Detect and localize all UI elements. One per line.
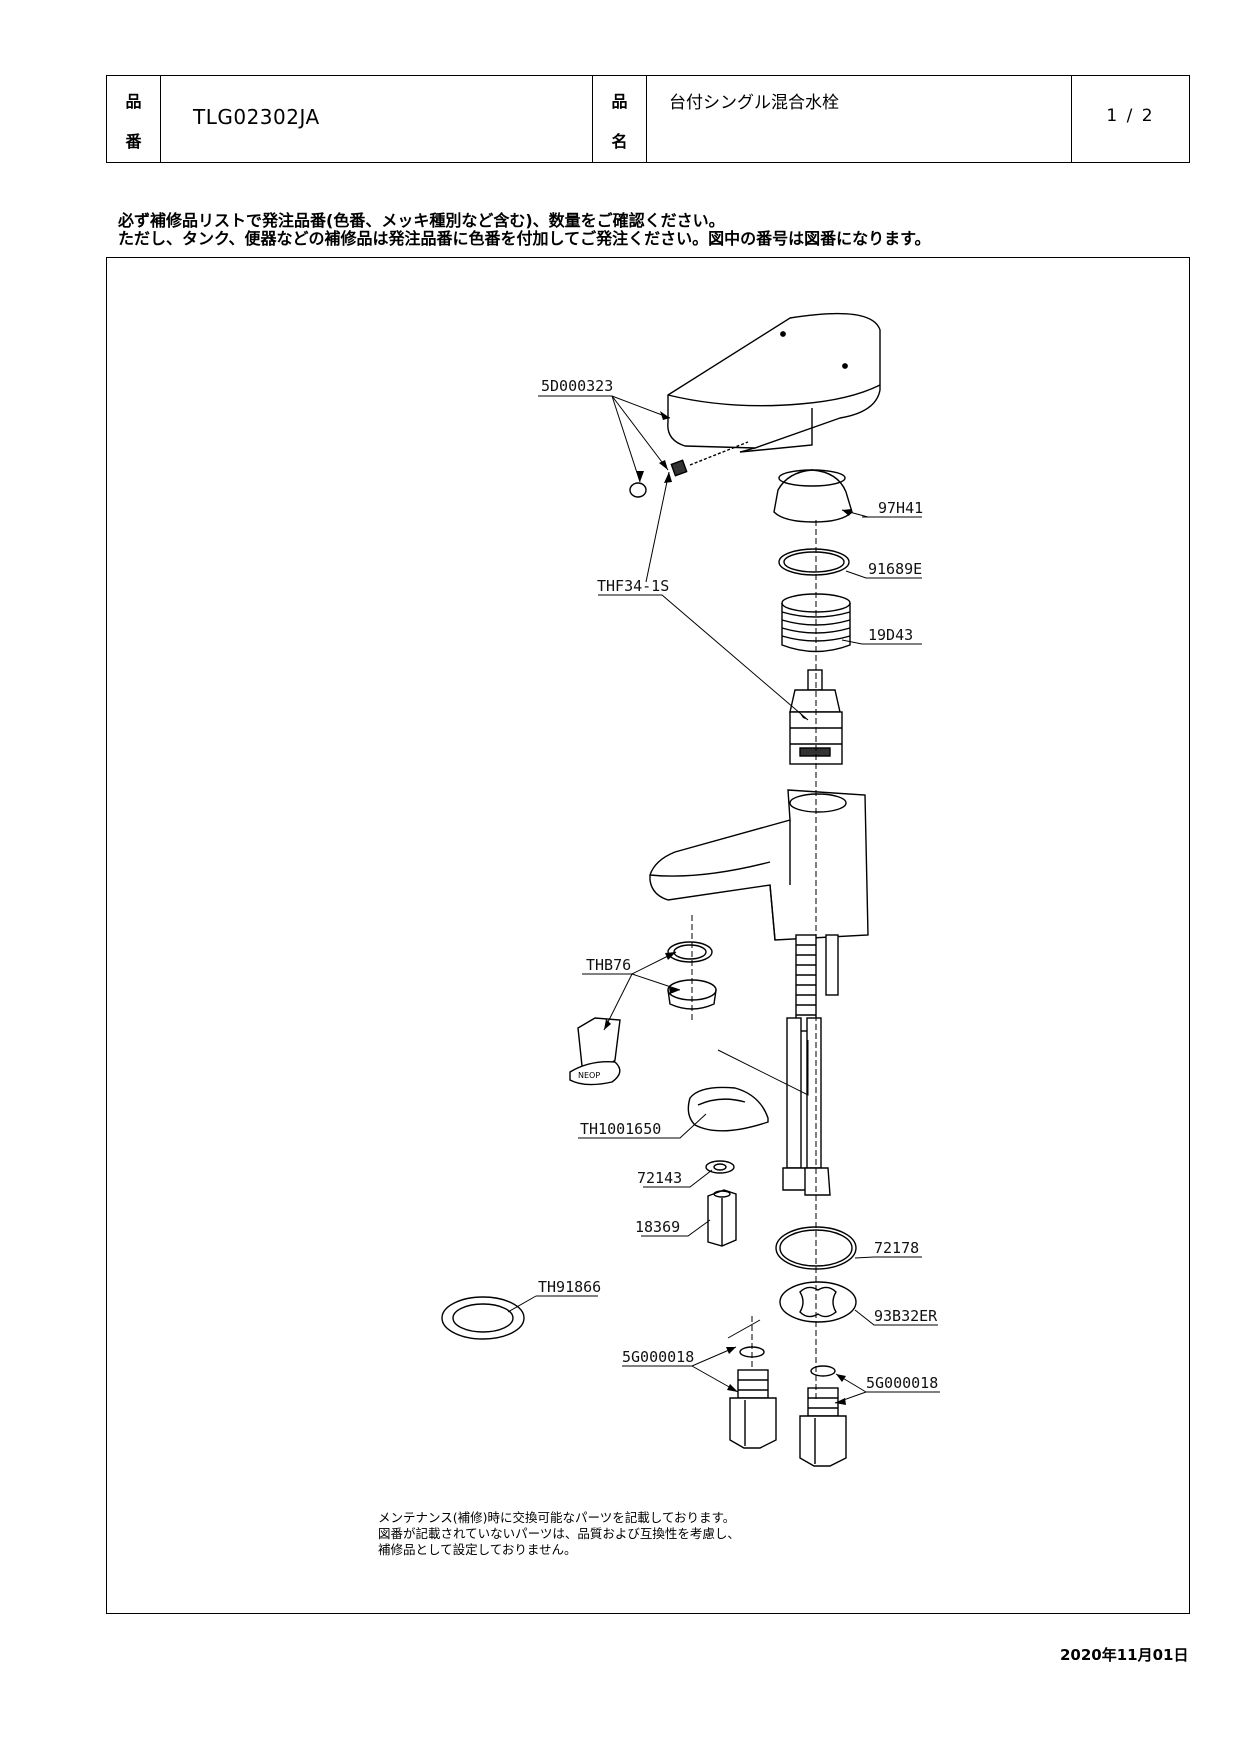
label-93b32er: 93B32ER — [874, 1307, 938, 1325]
product-name: 台付シングル混合水栓 — [669, 93, 839, 113]
product-name-cell: 台付シングル混合水栓 — [647, 76, 1072, 162]
part-number: TLG02302JA — [193, 105, 320, 129]
notice-line-2: ただし、タンク、便器などの補修品は発注品番に色番を付加してご発注ください。図中の… — [118, 229, 931, 248]
label-mei: 名 — [611, 132, 628, 151]
supply-connector-right-illustration — [799, 1365, 847, 1467]
assembly-guide-lines — [717, 1040, 809, 1339]
hex-nut-illustration — [707, 1189, 737, 1247]
maintenance-note-line-1: メンテナンス(補修)時に交換可能なパーツを記載しております。 — [378, 1510, 736, 1525]
label-72178: 72178 — [874, 1239, 919, 1257]
label-5d000323: 5D000323 — [541, 377, 613, 395]
faucet-body-illustration — [649, 789, 869, 1196]
label-ban: 番 — [125, 132, 142, 151]
part-number-label-cell: 品 番 — [107, 76, 161, 162]
label-th1001650: TH1001650 — [580, 1120, 661, 1138]
part-labels: 5D000323 97H41 91689E THF34-1S 19D43 THB… — [538, 377, 938, 1392]
label-hin-2: 品 — [611, 92, 628, 111]
label-5g000018-left: 5G000018 — [622, 1348, 694, 1366]
set-screw-illustration — [629, 441, 749, 498]
label-5g000018-right: 5G000018 — [866, 1374, 938, 1392]
retaining-clip-illustration — [687, 1086, 769, 1132]
mounting-plate-illustration — [779, 1281, 857, 1323]
notice-line-1: 必ず補修品リストで発注品番(色番、メッキ種別など含む)、数量をご確認ください。 — [118, 211, 725, 230]
lever-handle-illustration — [667, 312, 881, 453]
diagram-frame — [106, 257, 1190, 1614]
aerator-illustration: NEOP — [569, 941, 717, 1086]
label-thb76: THB76 — [586, 956, 631, 974]
label-91689e: 91689E — [868, 560, 922, 578]
header-table: 品 番 TLG02302JA 品 名 台付シングル混合水栓 1 / 2 — [106, 75, 1190, 163]
page-cell: 1 / 2 — [1072, 76, 1189, 162]
label-th91866: TH91866 — [538, 1278, 601, 1296]
maintenance-note: メンテナンス(補修)時に交換可能なパーツを記載しております。 図番が記載されてい… — [378, 1510, 740, 1558]
cover-ring-illustration — [773, 469, 853, 523]
packing-ring-illustration — [441, 1296, 525, 1340]
product-name-label-cell: 品 名 — [593, 76, 647, 162]
label-thf34-1s: THF34-1S — [597, 577, 669, 595]
issue-date: 2020年11月01日 — [1060, 1646, 1189, 1664]
order-notice: 必ず補修品リストで発注品番(色番、メッキ種別など含む)、数量をご確認ください。 … — [118, 212, 930, 248]
label-19d43: 19D43 — [868, 626, 913, 644]
maintenance-note-line-2: 図番が記載されていないパーツは、品質および互換性を考慮し、 — [378, 1526, 740, 1541]
label-18369: 18369 — [635, 1218, 680, 1236]
maintenance-note-line-3: 補修品として設定しておりません。 — [378, 1542, 577, 1557]
aerator-badge-text: NEOP — [578, 1071, 600, 1080]
small-washer-illustration — [705, 1160, 735, 1174]
o-ring-illustration — [778, 548, 850, 576]
label-hin: 品 — [125, 92, 142, 111]
supply-connector-left-illustration — [729, 1346, 777, 1449]
leader-arrowheads — [604, 411, 852, 1405]
page-number: 1 / 2 — [1106, 106, 1155, 126]
label-97h41: 97H41 — [878, 499, 923, 517]
label-72143: 72143 — [637, 1169, 682, 1187]
part-number-cell: TLG02302JA — [161, 76, 593, 162]
